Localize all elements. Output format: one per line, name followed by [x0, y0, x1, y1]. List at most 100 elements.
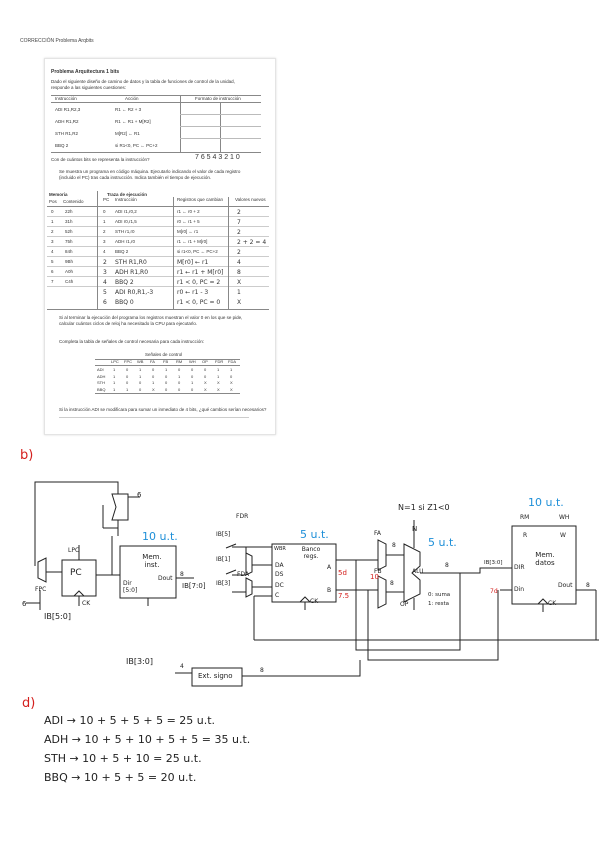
control-cell: X: [204, 380, 207, 385]
t1-row-instr: ADI R1,R2,3: [55, 107, 81, 112]
handwritten-value: 1: [237, 289, 241, 296]
time-line-bbq: BBQ → 10 + 5 + 5 = 20 u.t.: [44, 771, 197, 784]
handwritten-trace-cell: ADI R0,R1,-3: [115, 289, 154, 296]
memory-cell: 7: [51, 279, 54, 284]
trace-cell: BBQ 2: [115, 249, 129, 254]
bits-label: 8: [390, 580, 394, 587]
time-line-adi: ADI → 10 + 5 + 5 + 5 = 25 u.t.: [44, 714, 216, 727]
handwritten-trace-cell: BBQ 0: [115, 299, 134, 306]
handwritten-trace-cell: 3: [103, 269, 107, 276]
memory-cell: C4h: [65, 279, 74, 284]
document-title: CORRECCIÓN Problema Arqbits: [20, 38, 94, 44]
mem-inst-time: 10 u.t.: [142, 530, 178, 543]
mem-inst-title: Mem. inst.: [142, 553, 162, 569]
w-label: W: [560, 532, 566, 539]
handwritten-value: 2: [237, 209, 241, 216]
mem-datos-time: 10 u.t.: [528, 496, 564, 509]
memory-cell: A0h: [65, 269, 74, 274]
th-instruccion: Instrucción: [55, 96, 77, 101]
fb-mux: [377, 575, 387, 609]
trace-cell: r0 ← r1 + 5: [177, 219, 200, 224]
control-cell: 0: [126, 367, 129, 372]
handwritten-value: 4: [237, 259, 241, 266]
control-cell: 1: [113, 373, 116, 379]
para-4: Completa la tabla de señales de control …: [59, 339, 205, 344]
handwritten-trace-cell: r1 < 0, PC = 0: [177, 299, 221, 306]
trace-cell: 2: [103, 229, 106, 234]
dir-label: Dir [5:0]: [123, 580, 138, 594]
control-cell: 1: [230, 367, 233, 372]
control-cell: 1: [126, 386, 129, 392]
trace-cell: r1 ← r0 + 2: [177, 209, 200, 214]
control-cell: X: [230, 386, 233, 392]
time-line-sth: STH → 10 + 5 + 10 = 25 u.t.: [44, 752, 202, 765]
handwritten-value: X: [237, 299, 242, 306]
control-cell: 0: [126, 373, 129, 379]
control-cell: 0: [152, 367, 155, 372]
ib-5-0-label: IB[5:0]: [44, 612, 71, 621]
control-cell: 1: [113, 367, 116, 372]
memory-cell: 2: [51, 229, 54, 234]
rm-label: RM: [520, 514, 530, 521]
da-label: DA: [275, 562, 284, 569]
mem-datos-title: Mem. datos: [535, 551, 555, 567]
ib-3-0-right-label: IB[3:0]: [484, 560, 503, 566]
trace-cell: 1: [103, 219, 106, 224]
wbr-label: WBR: [274, 546, 286, 552]
trace-cell: M[r0] ← r1: [177, 229, 199, 234]
para-3: Si al terminar la ejecución del programa…: [59, 315, 243, 320]
control-cell: 0: [191, 386, 194, 392]
th-contenido: Contenido: [63, 199, 84, 204]
dir-label: DIR: [514, 564, 525, 571]
control-cell: 0: [126, 380, 129, 385]
trace-cell: ADH r1,r0: [115, 239, 136, 244]
control-cell: 0: [178, 380, 181, 385]
sheet-title: Problema Arquitectura 1 bits: [51, 69, 120, 75]
banco-title: Banco regs.: [301, 546, 321, 560]
banco-time: 5 u.t.: [300, 528, 329, 541]
handwritten-trace-cell: ADH R1,R0: [115, 269, 149, 276]
memory-cell: 31h: [65, 219, 73, 224]
ds-label: DS: [275, 571, 284, 578]
control-header: LPC: [111, 359, 119, 364]
memory-cell: 52h: [65, 229, 73, 234]
memory-cell: 6: [51, 269, 54, 274]
handwritten-trace-cell: BBQ 2: [115, 279, 134, 286]
alu-to-dir-wire: [460, 567, 500, 574]
control-cell: 0: [165, 386, 168, 392]
t1-row-instr: ADH R1,R2: [55, 119, 79, 124]
trace-cell: ADI r1,r0,2: [115, 209, 137, 214]
control-cell: 1: [178, 373, 181, 379]
alu-time: 5 u.t.: [428, 536, 457, 549]
handwritten-bit-numbers: 7 6 5 4 3 2 1 0: [195, 154, 240, 161]
ck-label: CK: [310, 598, 319, 605]
ib-5-label: IB[5]: [216, 531, 231, 538]
control-cell: 0: [139, 380, 142, 385]
trace-cell: si r1<0, PC ← PC+2: [177, 249, 218, 254]
bits-label: 6: [22, 600, 27, 608]
th-accion: Acción: [125, 96, 139, 101]
pc-label: PC: [70, 568, 82, 578]
trace-cell: 4: [103, 249, 106, 254]
control-cell: 0: [230, 373, 233, 379]
op-legend-0: 0: suma: [428, 592, 451, 598]
memory-cell: 5: [51, 259, 54, 264]
sheet-intro-2: responde a las siguientes cuestiones:: [51, 85, 127, 90]
control-cell: 1: [191, 380, 194, 385]
red-annotation: 7.5: [338, 592, 350, 600]
handwritten-trace-cell: 6: [103, 299, 107, 306]
control-cell: 0: [165, 380, 168, 385]
trace-cell: 0: [103, 209, 106, 214]
dout-label: Dout: [558, 582, 573, 589]
dc-label: DC: [275, 582, 284, 589]
control-cell: 0: [191, 367, 194, 372]
op-label: OP: [400, 601, 409, 608]
control-cell: 0: [152, 373, 155, 379]
lpc-label: LPC: [68, 547, 80, 554]
control-header: FPC: [124, 359, 132, 364]
bits-label: 8: [586, 582, 590, 589]
control-header: FA: [150, 359, 155, 364]
ib-3-0-label: IB[3:0]: [126, 657, 153, 666]
control-header: WH: [189, 359, 196, 364]
trace-cell: 3: [103, 239, 106, 244]
